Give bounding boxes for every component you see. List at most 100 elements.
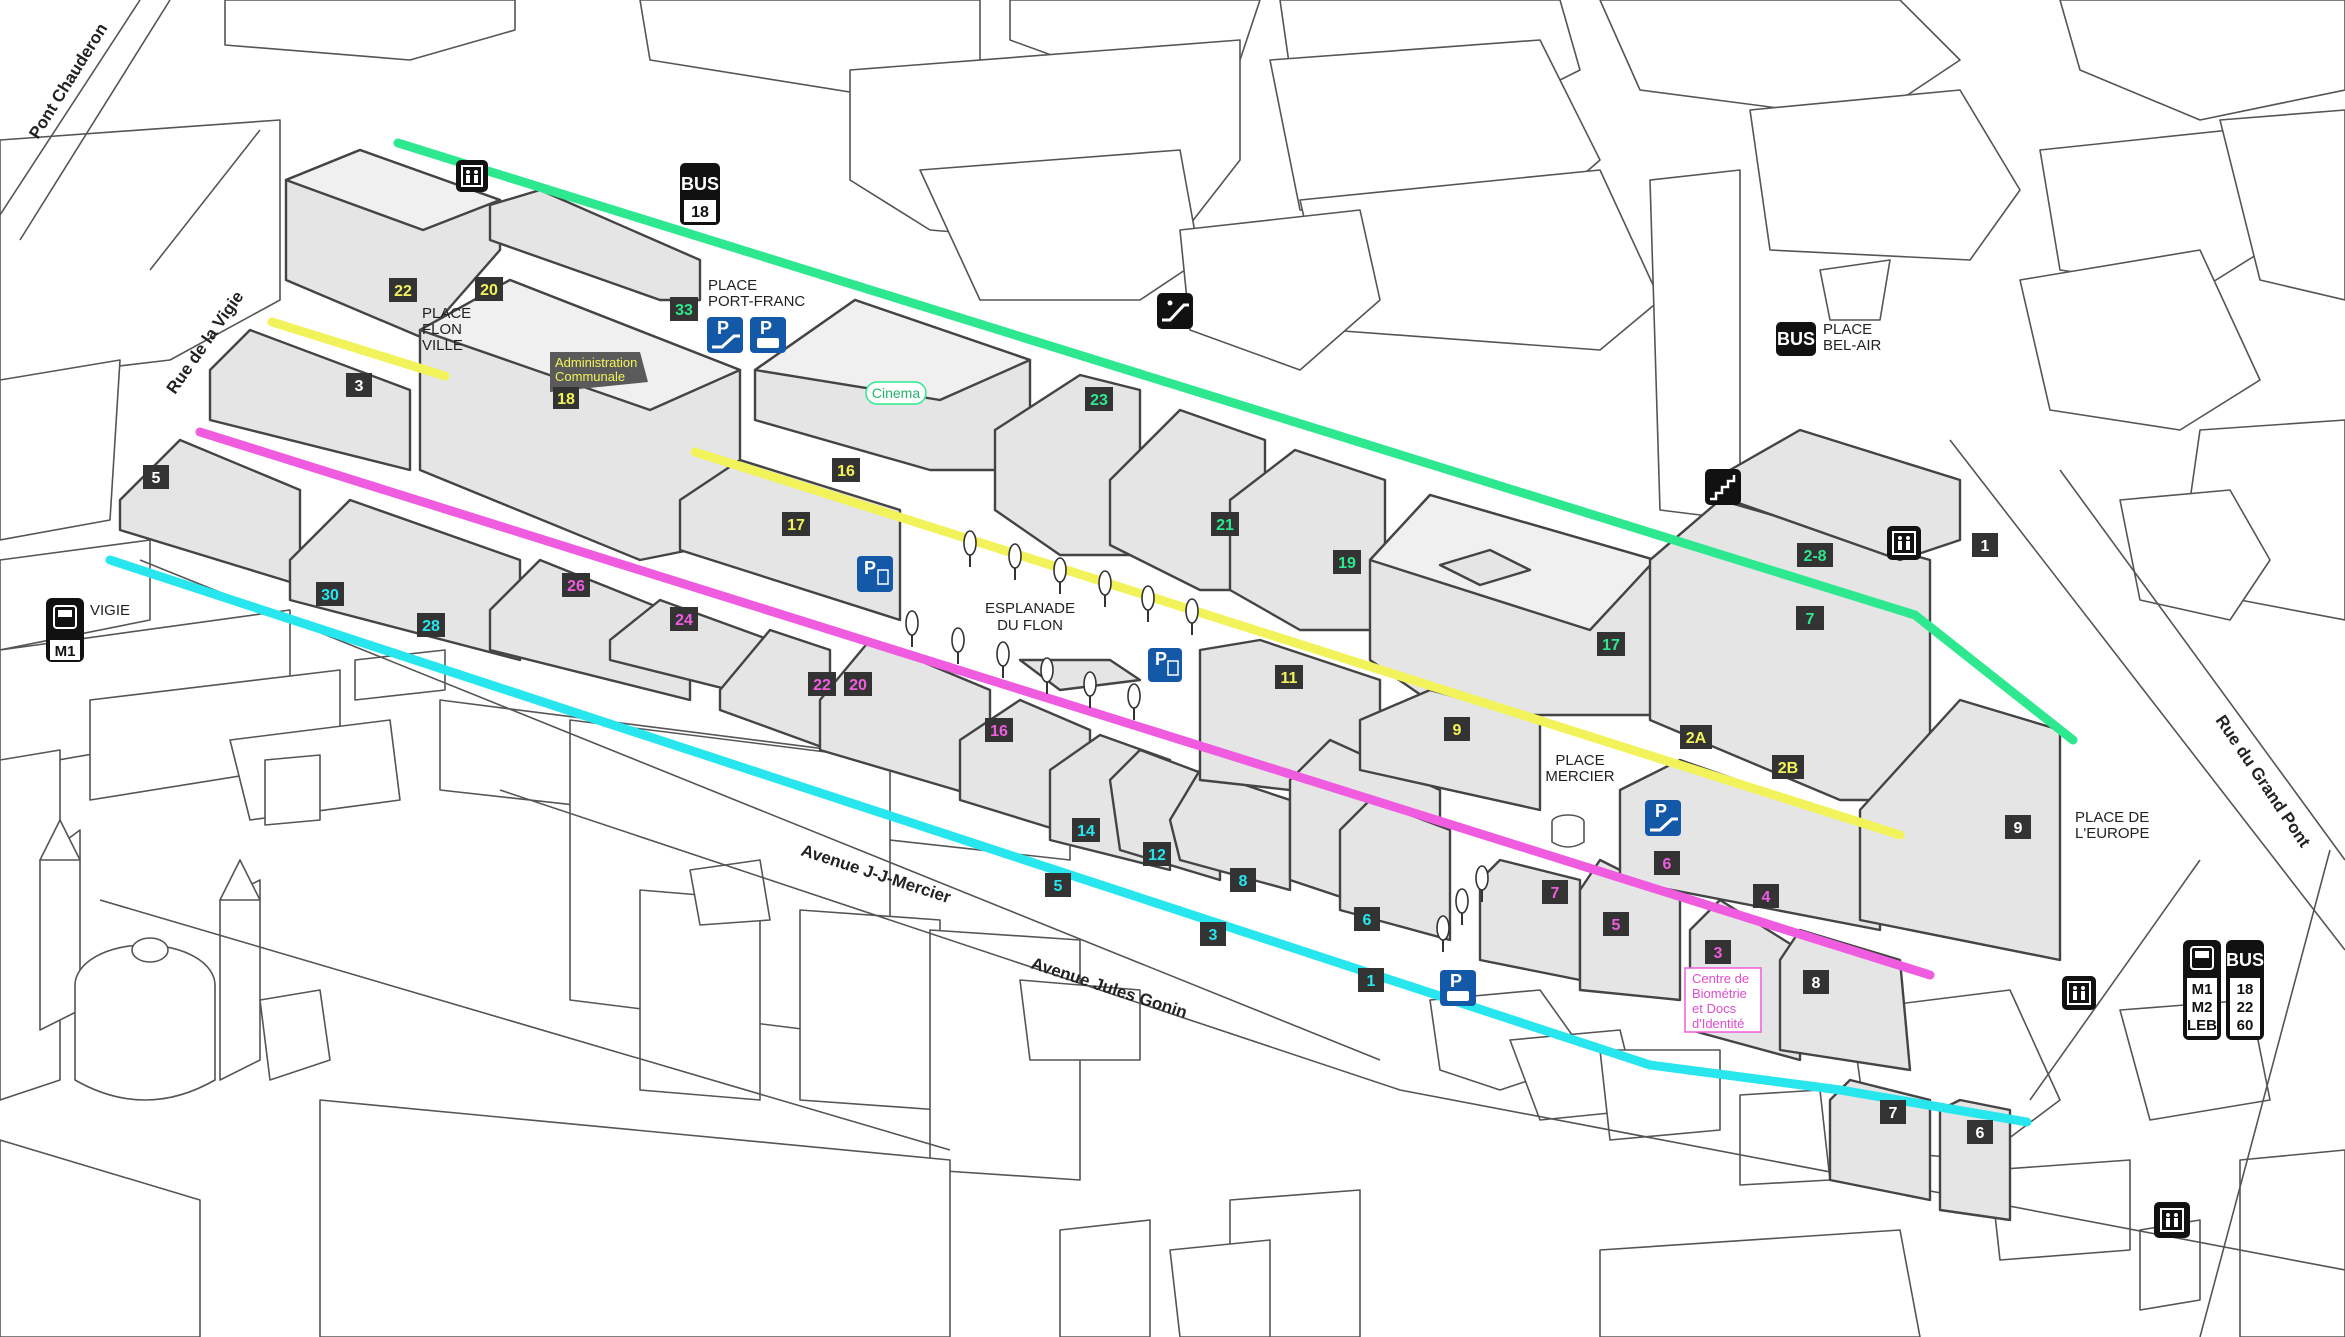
svg-text:3: 3: [1714, 945, 1723, 962]
svg-text:19: 19: [1338, 555, 1356, 572]
number-tag: 2-8: [1797, 543, 1833, 567]
number-tag: 16: [832, 458, 860, 482]
routes: [105, 138, 2078, 1127]
lift-icon[interactable]: [2062, 976, 2096, 1010]
number-tag: 2A: [1680, 725, 1712, 749]
number-tag: 6: [1654, 851, 1680, 875]
svg-text:9: 9: [1453, 722, 1462, 739]
number-tag: 1: [1358, 968, 1384, 992]
number-tag: 14: [1072, 818, 1100, 842]
svg-text:2B: 2B: [1778, 760, 1798, 777]
bus-icon[interactable]: BUS: [1776, 322, 1816, 356]
number-tag: 7: [1542, 880, 1568, 904]
number-tag: 7: [1796, 606, 1824, 630]
parking-escalator-icon[interactable]: P: [707, 317, 743, 353]
lift-icon[interactable]: [1887, 526, 1921, 560]
svg-text:5: 5: [1054, 878, 1063, 895]
svg-text:16: 16: [837, 463, 855, 480]
svg-text:7: 7: [1551, 885, 1560, 902]
number-tag: 3: [1200, 922, 1226, 946]
svg-text:8: 8: [1812, 975, 1821, 992]
poi-cinema: Cinema: [865, 381, 927, 405]
number-tag: 20: [844, 672, 872, 696]
svg-text:Cinema: Cinema: [872, 385, 920, 401]
svg-text:12: 12: [1148, 847, 1166, 864]
number-tag: 9: [1444, 717, 1470, 741]
svg-text:6: 6: [1663, 856, 1672, 873]
parking-escalator-icon[interactable]: P: [1645, 800, 1681, 836]
number-tag: 9: [2005, 815, 2031, 839]
route-magenta: [195, 427, 1935, 980]
lift-icon[interactable]: [2154, 1202, 2190, 1238]
number-tag: 6: [1354, 907, 1380, 931]
street-rue-du-grand-pont: Rue du Grand Pont: [2212, 712, 2315, 851]
poi-administration: Administration Communale 18: [550, 352, 648, 409]
metro-icon[interactable]: M1: [46, 598, 84, 662]
svg-text:22: 22: [394, 283, 412, 300]
number-tag: 22: [389, 278, 417, 302]
svg-text:17: 17: [787, 517, 805, 534]
svg-text:1: 1: [1981, 538, 1990, 555]
svg-text:20: 20: [480, 282, 498, 299]
parking-bus-icon[interactable]: P: [1440, 970, 1476, 1006]
number-tag: 20: [475, 277, 503, 301]
svg-text:8: 8: [1239, 873, 1248, 890]
route-green: [393, 138, 2078, 745]
svg-text:5: 5: [1612, 917, 1621, 934]
svg-text:P: P: [1450, 971, 1462, 991]
number-tag: 8: [1803, 970, 1829, 994]
number-tag: 16: [985, 718, 1013, 742]
white-numbers: 5 9 8 7 6 1: [143, 465, 2031, 1144]
cathedral-context: [39, 819, 331, 1101]
svg-text:18: 18: [691, 204, 709, 221]
street-pont-chauderon: Pont Chauderon: [25, 20, 111, 142]
svg-text:BUS: BUS: [1777, 329, 1815, 349]
svg-text:Administration: Administration: [555, 355, 637, 370]
svg-text:P: P: [1155, 649, 1167, 669]
stairs-icon[interactable]: [1705, 469, 1741, 505]
svg-text:BUS: BUS: [681, 174, 719, 194]
number-tag: 5: [1603, 912, 1629, 936]
parking-bus-icon[interactable]: P: [750, 317, 786, 353]
number-tag: 3: [1705, 940, 1731, 964]
svg-text:23: 23: [1090, 392, 1108, 409]
svg-text:P: P: [864, 558, 876, 578]
svg-text:2A: 2A: [1686, 730, 1707, 747]
parking-lift-icon[interactable]: P: [857, 556, 893, 592]
svg-text:1: 1: [1367, 973, 1376, 990]
number-tag: 17: [1597, 632, 1625, 656]
number-tag: 30: [316, 582, 344, 606]
bus-icon[interactable]: BUS 18: [680, 163, 720, 225]
number-tag: 11: [1275, 665, 1303, 689]
lift-icon[interactable]: [456, 160, 488, 192]
svg-text:P: P: [760, 318, 772, 338]
number-tag: 28: [417, 613, 445, 637]
svg-text:6: 6: [1976, 1125, 1985, 1142]
svg-text:3: 3: [1209, 927, 1218, 944]
number-tag: 12: [1143, 842, 1171, 866]
svg-text:3: 3: [355, 378, 364, 395]
escalator-icon[interactable]: [1157, 293, 1193, 329]
number-tag: 6: [1967, 1120, 1993, 1144]
place-vigie: VIGIE: [90, 602, 130, 619]
green-numbers: 22 20 33 23 21 19 17 2-8 7 1: [389, 277, 1998, 656]
number-tag: 2B: [1772, 755, 1804, 779]
svg-text:11: 11: [1281, 670, 1298, 687]
number-tag: 4: [1753, 884, 1779, 908]
svg-text:P: P: [717, 318, 729, 338]
svg-text:18: 18: [557, 391, 575, 408]
parking-lift-icon[interactable]: P: [1148, 648, 1182, 682]
svg-text:26: 26: [567, 578, 585, 595]
svg-text:5: 5: [152, 470, 161, 487]
svg-text:Communale: Communale: [555, 369, 625, 384]
